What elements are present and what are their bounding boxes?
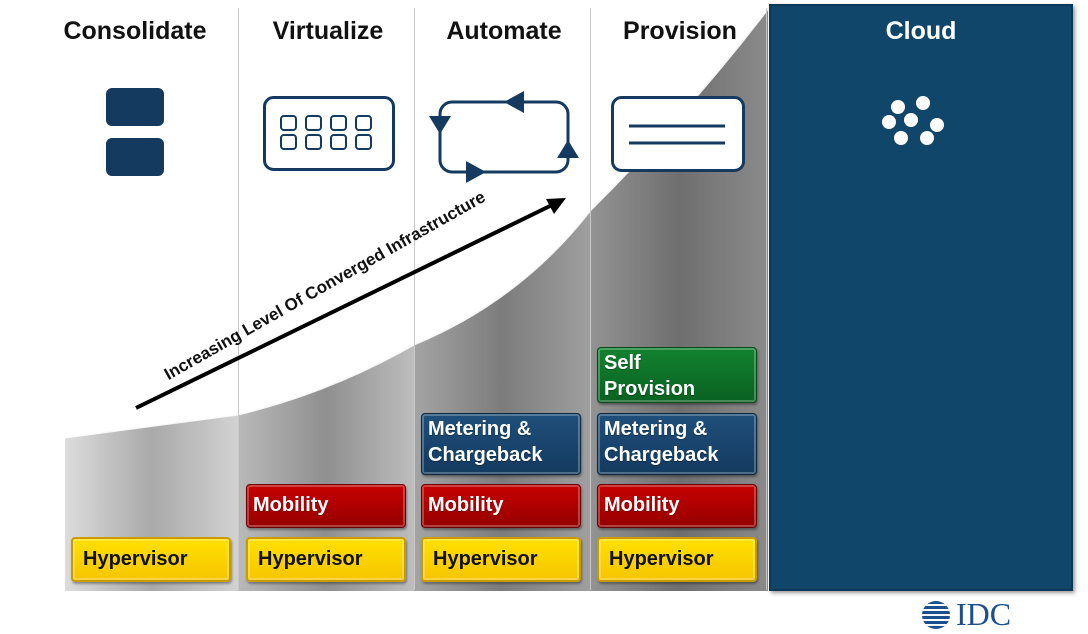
provision-form-icon <box>611 96 745 172</box>
idc-logo: IDC <box>920 596 1050 632</box>
consolidate-servers-icon <box>106 88 164 176</box>
column-title-consolidate: Consolidate <box>63 17 207 45</box>
globe-icon <box>922 601 950 629</box>
metering-label-line1: Metering & <box>428 418 532 440</box>
self-provision-label-line1: Self <box>604 352 641 374</box>
column-divider <box>238 8 239 590</box>
hypervisor-block-virtualize: Hypervisor <box>246 537 406 582</box>
self-provision-label-line2: Provision <box>604 378 696 400</box>
hypervisor-block-consolidate: Hypervisor <box>71 537 231 582</box>
idc-logo-text: IDC <box>956 596 1012 632</box>
curve-segment-virtualize <box>238 344 414 591</box>
cloud-dots-icon <box>882 96 944 145</box>
column-title-automate: Automate <box>446 17 562 45</box>
self-provision-block: Self Provision <box>597 347 757 403</box>
metering-label-line1: Metering & <box>604 418 708 440</box>
cloud-title: Cloud <box>885 17 957 45</box>
hypervisor-block-automate: Hypervisor <box>421 537 581 582</box>
metering-label-line2: Chargeback <box>428 444 543 466</box>
column-divider <box>414 8 415 590</box>
mobility-block-automate: Mobility <box>421 484 581 528</box>
mobility-block-provision: Mobility <box>597 484 757 528</box>
metering-block-automate: Metering & Chargeback <box>421 413 581 475</box>
column-divider <box>590 8 591 590</box>
column-title-virtualize: Virtualize <box>272 17 384 45</box>
automate-cycle-icon <box>429 91 579 183</box>
column-title-provision: Provision <box>623 17 737 45</box>
hypervisor-block-provision: Hypervisor <box>597 537 757 582</box>
column-divider <box>766 8 767 590</box>
metering-block-provision: Metering & Chargeback <box>597 413 757 475</box>
metering-label-line2: Chargeback <box>604 444 719 466</box>
cloud-panel: Cloud <box>769 4 1073 591</box>
virtualize-grid-icon <box>263 96 395 171</box>
mobility-block-virtualize: Mobility <box>246 484 406 528</box>
